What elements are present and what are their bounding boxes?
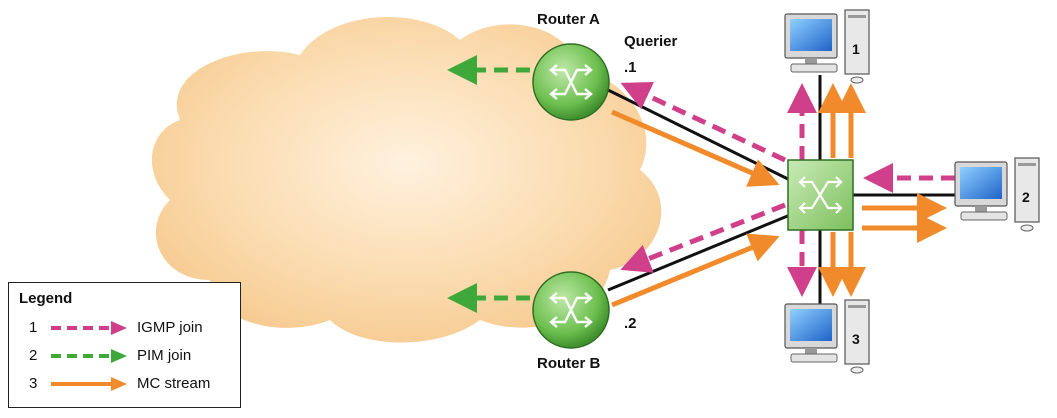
- legend-item-label: IGMP join: [137, 319, 203, 336]
- legend: Legend 1 IGMP join 2 PIM join 3 MC strea…: [8, 282, 241, 408]
- computer-icon: [784, 9, 870, 84]
- pim-join-arrows: [447, 55, 530, 313]
- host-3: 3: [784, 299, 870, 374]
- igmp-join-arrow-to-routerB: [620, 202, 786, 273]
- router-arrows-icon: [549, 64, 593, 100]
- switch-arrows-icon: [798, 176, 843, 214]
- router-a: [532, 43, 610, 121]
- router-b: [532, 271, 610, 349]
- host-1: 1: [784, 9, 870, 84]
- computer-icon: [784, 299, 870, 374]
- igmp-join-arrow-to-routerA: [620, 82, 787, 163]
- legend-item-igmp: 1 IGMP join: [9, 316, 242, 340]
- legend-item-number: 1: [29, 319, 38, 336]
- legend-item-number: 3: [29, 375, 38, 392]
- computer-icon: [954, 157, 1040, 232]
- router-b-address: .2: [624, 315, 637, 332]
- router-b-label: Router B: [537, 355, 601, 372]
- legend-item-mc-stream: 3 MC stream: [9, 372, 242, 396]
- host-2: 2: [954, 157, 1040, 232]
- router-arrows-icon: [549, 292, 593, 328]
- router-a-label: Router A: [537, 11, 600, 28]
- legend-item-pim: 2 PIM join: [9, 344, 242, 368]
- querier-label: Querier: [624, 33, 678, 50]
- links: [607, 75, 960, 305]
- host-number: 1: [852, 41, 860, 57]
- legend-item-number: 2: [29, 347, 38, 364]
- router-a-address: .1: [624, 59, 637, 76]
- network-cloud: [151, 17, 662, 343]
- host-number: 3: [852, 331, 860, 347]
- pink-dashed-arrow-icon: [51, 321, 127, 335]
- switch: [787, 159, 854, 231]
- link-routerB-switch: [607, 213, 791, 292]
- mc-stream-routerA-switch: [611, 109, 780, 187]
- mc-stream-routerB-switch: [611, 233, 780, 308]
- mc-stream-arrows: [611, 83, 947, 308]
- orange-solid-arrow-icon: [51, 377, 127, 391]
- igmp-join-arrows: [620, 82, 955, 297]
- legend-item-label: MC stream: [137, 375, 211, 392]
- legend-item-label: PIM join: [137, 347, 192, 364]
- green-dashed-arrow-icon: [51, 349, 127, 363]
- legend-title: Legend: [19, 290, 73, 307]
- host-number: 2: [1022, 189, 1030, 205]
